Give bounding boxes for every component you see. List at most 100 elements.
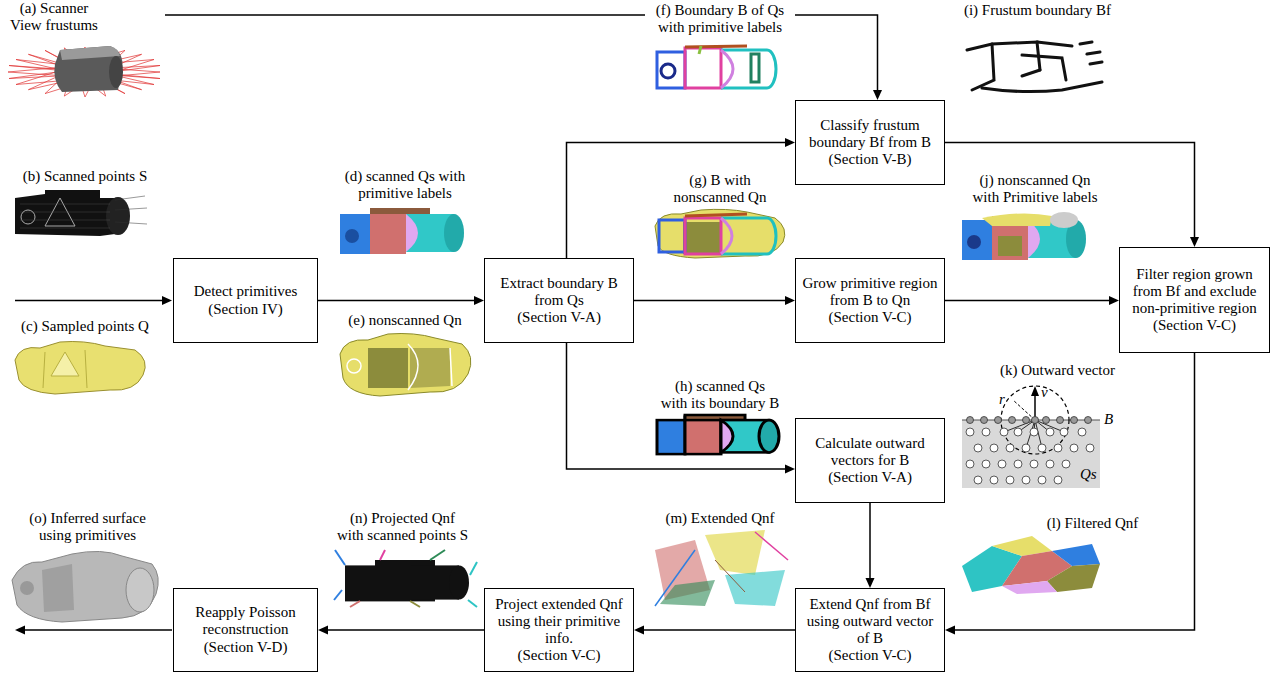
extended-region-part xyxy=(715,560,745,592)
boundary-labels-part xyxy=(721,50,776,88)
figure-caption: (i) Frustum boundary Bf xyxy=(955,2,1120,19)
nonscanned-labels-part xyxy=(982,213,1052,226)
extended-region-part xyxy=(660,580,715,606)
boundary-nonscanned-part-part xyxy=(685,218,721,254)
connector-arrow xyxy=(634,626,795,635)
arrow-head xyxy=(634,626,644,635)
input-arrow-part xyxy=(162,296,172,305)
sampled-points-part xyxy=(51,352,79,376)
projected-region-part-part xyxy=(380,550,385,560)
figure-caption: (a) Scanner View frustums xyxy=(4,0,104,35)
box-text: (Section V-B) xyxy=(829,151,912,168)
figure-panel: (l) Filtered Qnf xyxy=(955,515,1145,595)
frustum-boundary-part xyxy=(1037,42,1072,46)
outward-vector-figure-part-part xyxy=(1057,417,1064,424)
outward-vector-figure-part xyxy=(1031,386,1039,396)
boundary-labels-part xyxy=(661,64,675,78)
boundary-labels-part xyxy=(699,46,701,54)
inferred-surface-part xyxy=(12,551,158,622)
figure-caption: (l) Filtered Qnf xyxy=(1040,515,1145,532)
sampled-points-part xyxy=(15,342,145,395)
inferred-surface xyxy=(12,551,158,622)
outward-vector-figure-part-part xyxy=(1062,460,1070,468)
outward-vector-figure-part xyxy=(1001,386,1069,454)
connector-arrow xyxy=(945,296,1119,305)
connector-line xyxy=(634,300,785,302)
connector-arrow xyxy=(318,296,484,305)
figure-caption: (e) nonscanned Qn xyxy=(330,312,480,329)
scanned-object-part xyxy=(109,56,123,88)
nonscanned-points-part xyxy=(450,348,452,386)
outward-vector-figure-part-part xyxy=(982,428,990,436)
figure-panel: (j) nonscanned Qn with Primitive labels xyxy=(955,172,1115,257)
primitive-labels-part xyxy=(340,214,370,254)
primitive-labels-part xyxy=(370,208,430,214)
figure-caption: (c) Sampled points Q xyxy=(5,318,165,335)
outward-vector-figure-part-part xyxy=(1006,476,1014,484)
figure-panel: (f) Boundary B of Qs with primitive labe… xyxy=(645,2,795,105)
scanned-object-part xyxy=(60,46,120,60)
connector-arrow xyxy=(567,138,796,258)
process-box: Extract boundary B from Qs(Section V-A) xyxy=(484,258,634,343)
extended-region-part xyxy=(725,570,785,606)
outward-vector-figure-part-part xyxy=(981,417,988,424)
outward-vector-figure-part-part xyxy=(990,444,998,452)
box-text: Calculate outward vectors for B xyxy=(802,435,938,470)
connector-line xyxy=(328,629,484,631)
boundary-nonscanned-part-part xyxy=(685,214,747,216)
projected-region-part-part xyxy=(334,590,342,600)
outward-vector-figure-part-part xyxy=(1054,444,1062,452)
box-text: Extend Qnf from Bf using outward vector … xyxy=(802,596,938,648)
boundary-nonscanned-part-part xyxy=(659,220,685,252)
process-box: Detect primitives(Section IV) xyxy=(173,258,318,343)
filtered-region-part xyxy=(1002,581,1057,594)
outward-vector-figure-part-part xyxy=(1070,444,1078,452)
scanned-boundary-part xyxy=(759,420,779,452)
projected-region xyxy=(334,550,477,607)
nonscanned-labels xyxy=(962,212,1086,260)
figure-caption: (f) Boundary B of Qs with primitive labe… xyxy=(645,2,795,37)
frustum-boundary-part xyxy=(1087,52,1100,54)
box-text: (Section V-C) xyxy=(1153,317,1236,334)
connector-line xyxy=(945,300,1109,302)
outward-vector-figure-part-part xyxy=(1009,417,1016,424)
scanner-frustums xyxy=(8,47,160,97)
frustum-boundary-part xyxy=(1022,55,1066,80)
scanned-object-part xyxy=(54,46,122,92)
connector-line xyxy=(869,503,871,578)
output-arrow-part xyxy=(24,629,172,631)
figure-caption: (g) B with nonscanned Qn xyxy=(645,172,795,207)
connector-arrow xyxy=(866,503,875,588)
arrow-head xyxy=(945,626,955,635)
outward-vector-figure-part-part xyxy=(1000,428,1008,436)
nonscanned-points-part xyxy=(368,348,408,388)
boundary-labels-part xyxy=(721,50,733,88)
outward-vector-figure-part-part xyxy=(1030,460,1038,468)
outward-vector-figure-part-part xyxy=(1022,476,1030,484)
projected-region-part-part xyxy=(345,565,375,601)
figure-panel: (b) Scanned points S xyxy=(5,168,165,236)
process-box: Grow primitive region from B to Qn(Secti… xyxy=(795,258,945,343)
projected-region-part-part xyxy=(468,600,477,607)
figure-label: Qs xyxy=(1080,466,1097,483)
scanned-points-part xyxy=(106,197,130,235)
outward-vector-figure-part-part xyxy=(1006,444,1014,452)
process-box: Calculate outward vectors for B(Section … xyxy=(795,418,945,503)
box-text: Reapply Poisson reconstruction xyxy=(180,604,311,639)
filtered-region-part xyxy=(1047,564,1100,592)
frustum-boundary-part xyxy=(1090,62,1102,64)
figure-label: v xyxy=(1041,384,1048,401)
outward-vector-figure-part-part xyxy=(1078,428,1086,436)
output-arrow-part xyxy=(15,626,25,635)
box-text: Classify frustum boundary Bf from B xyxy=(802,117,938,152)
nonscanned-labels-part xyxy=(1050,212,1078,228)
sampled-points-part xyxy=(43,350,87,388)
box-text: Extract boundary B from Qs xyxy=(491,275,627,310)
figure-caption: (k) Outward vector xyxy=(1000,362,1115,379)
figure-panel: (h) scanned Qs with its boundary B xyxy=(645,378,795,456)
figure-label: B xyxy=(1104,411,1113,428)
outward-vector-figure-part-part xyxy=(1030,428,1038,436)
outward-vector-figure-part-part xyxy=(1071,417,1078,424)
nonscanned-labels-part xyxy=(998,236,1022,256)
box-text: Project extended Qnf using their primiti… xyxy=(491,596,627,648)
